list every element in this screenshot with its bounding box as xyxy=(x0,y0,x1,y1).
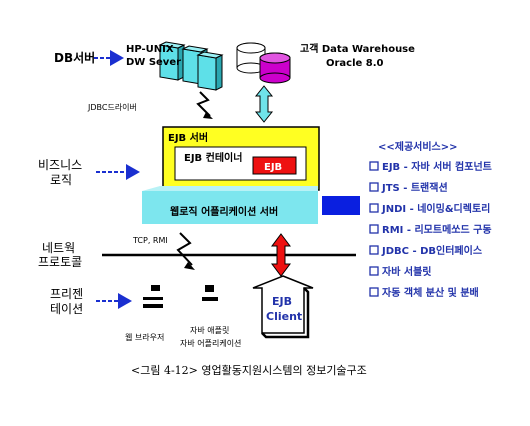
ejb-container-label: EJB 컨테이너 xyxy=(184,151,242,164)
lightning-icon-top xyxy=(196,91,211,117)
lightning-icon-bottom xyxy=(176,232,193,266)
hp-unix-label-1: HP-UNIX xyxy=(126,44,174,55)
label-business-logic-1: 비즈니스 xyxy=(38,158,82,172)
jdbc-driver-label: JDBC드라이버 xyxy=(87,102,137,112)
lightning-arrow-tip xyxy=(203,112,213,119)
network-protocol-label: TCP, RMI xyxy=(132,236,168,245)
applet-label-2: 자바 어플리케이션 xyxy=(180,338,241,348)
label-presentation-1: 프리젠 xyxy=(50,287,83,301)
service-item: JTS - 트랜잭션 xyxy=(381,181,448,194)
label-network-1: 네트웍 xyxy=(42,241,75,255)
db-connection-arrow xyxy=(254,85,274,123)
ejb-component-box xyxy=(252,156,297,175)
web-browser-label: 웹 브라우저 xyxy=(125,333,164,342)
ejb-client-icon xyxy=(252,275,314,339)
service-checkbox-icon xyxy=(369,245,379,255)
label-network-2: 프로토콜 xyxy=(38,255,82,269)
ejb-client-label-2: Client xyxy=(266,310,302,323)
service-item: EJB - 자바 서버 컴포넌트 xyxy=(382,160,492,173)
label-presentation-2: 테이션 xyxy=(50,302,83,316)
applet-label-1: 자바 애플릿 xyxy=(190,325,229,335)
service-checkbox-icon xyxy=(369,161,379,171)
hp-unix-server-icon xyxy=(158,41,224,91)
service-checkbox-icon xyxy=(369,266,379,276)
ejb-server-title: EJB 서버 xyxy=(168,131,208,144)
weblogic-server-box xyxy=(142,191,318,224)
service-checkbox-icon xyxy=(369,287,379,297)
database-icon xyxy=(236,42,291,84)
services-list: EJB - 자바 서버 컴포넌트 JTS - 트랜잭션 JNDI - 네이밍&디렉토… xyxy=(369,160,492,299)
service-item: JNDI - 네이밍&디렉토리 xyxy=(381,202,490,215)
service-checkbox-icon xyxy=(369,182,379,192)
ejb-client-label-1: EJB xyxy=(272,295,292,308)
service-item: 자바 서블릿 xyxy=(382,265,431,278)
service-checkbox-icon xyxy=(369,224,379,234)
weblogic-label: 웹로직 어플리케이션 서버 xyxy=(170,205,278,218)
dw-label-2: Oracle 8.0 xyxy=(326,58,384,69)
service-item: 자동 객체 분산 및 분배 xyxy=(382,286,479,299)
web-browser-icon xyxy=(143,285,163,308)
ejb-component-label: EJB xyxy=(264,162,282,173)
weblogic-side-block xyxy=(322,196,360,215)
service-item: JDBC - DB인터페이스 xyxy=(381,244,482,257)
dw-label-1: 고객 Data Warehouse xyxy=(300,42,415,55)
services-header: <<제공서비스>> xyxy=(378,140,458,153)
applet-icon xyxy=(202,285,218,301)
figure-caption: <그림 4-12> 영업활동지원시스템의 정보기술구조 xyxy=(131,363,367,377)
label-business-logic-2: 로직 xyxy=(50,173,72,187)
label-db-server: DB서버 xyxy=(54,50,95,65)
service-checkbox-icon xyxy=(369,203,379,213)
hp-unix-label-2: DW Sever xyxy=(126,57,181,68)
service-item: RMI - 리모트메쏘드 구동 xyxy=(382,223,492,236)
